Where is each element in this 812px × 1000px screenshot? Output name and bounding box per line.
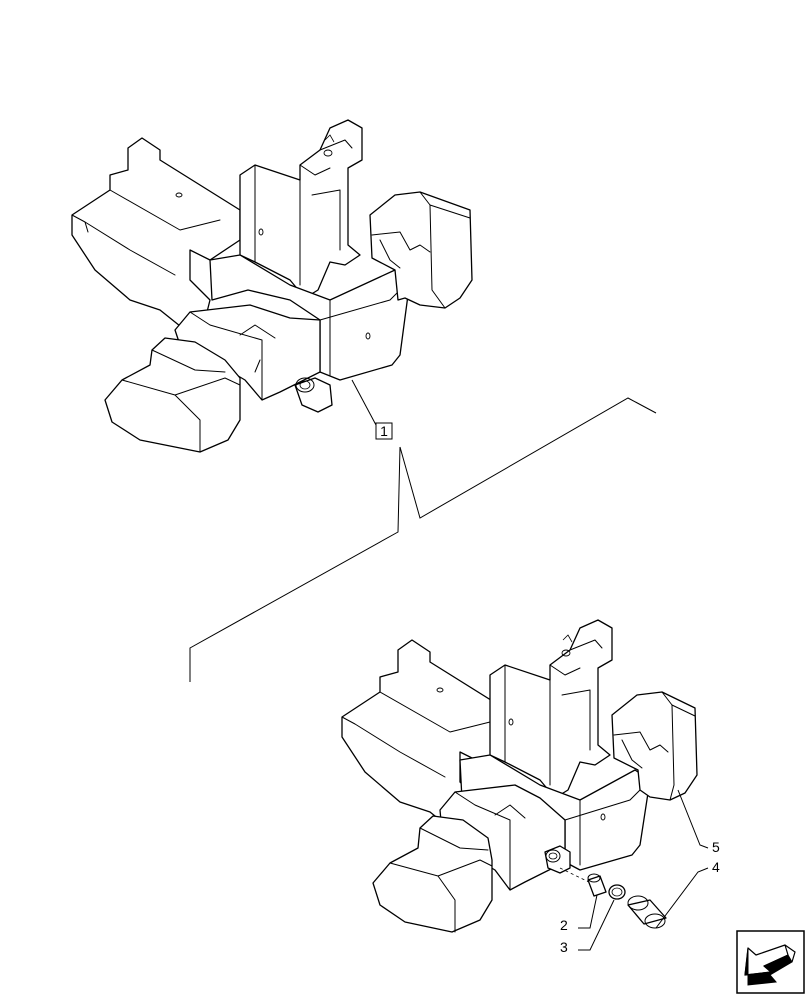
pin-part-2 — [587, 873, 607, 897]
explode-line-right — [399, 397, 657, 519]
callout-1-label: 1 — [380, 423, 388, 439]
bushing-part-4 — [627, 895, 667, 929]
ring-part-3 — [608, 884, 626, 900]
next-page-arrow-icon[interactable] — [736, 930, 805, 994]
upper-assembly-drawing — [71, 119, 473, 453]
part-callouts: 5 4 2 3 — [560, 789, 720, 955]
callout-3-label: 3 — [560, 939, 568, 955]
callout-5-leader — [677, 789, 709, 849]
callout-2-label: 2 — [560, 917, 568, 933]
callout-3-leader — [578, 899, 615, 951]
callout-4-label: 4 — [712, 859, 720, 875]
callout-1-box — [375, 422, 393, 440]
callout-1-leader — [351, 379, 377, 426]
exploded-parts — [559, 867, 667, 929]
assembly-callout: 1 — [189, 379, 657, 682]
callout-5-label: 5 — [712, 839, 720, 855]
callout-4-leader — [655, 867, 709, 929]
explode-line-left — [189, 446, 401, 682]
callout-2-leader — [578, 894, 598, 929]
lower-assembly-drawing — [341, 619, 698, 933]
